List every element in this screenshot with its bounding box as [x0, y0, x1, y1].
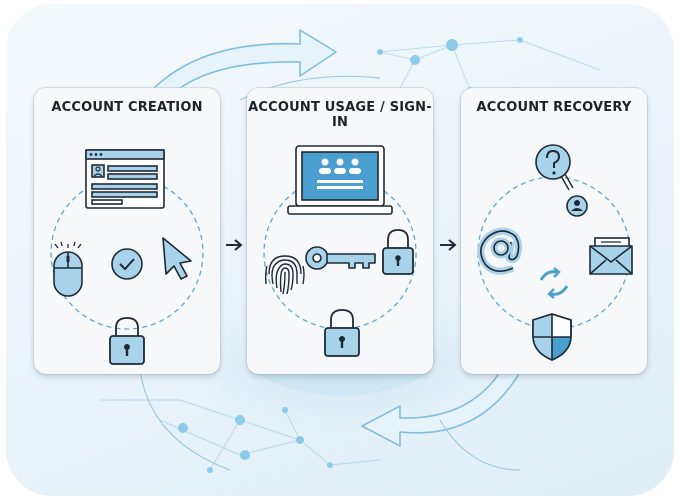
key-icon	[305, 246, 376, 270]
shield-icon	[532, 313, 572, 361]
mouse-icon	[53, 241, 83, 297]
cycle-arrow-top	[149, 29, 337, 97]
stage-title: ACCOUNT RECOVERY	[476, 100, 632, 115]
at-sign-icon	[477, 227, 523, 275]
cycle-arc-left	[139, 369, 231, 471]
question-bubble-icon	[535, 144, 574, 191]
flow-arrow-right-icon	[440, 239, 457, 251]
stage-illustration	[50, 149, 204, 365]
padlock-icon	[109, 317, 145, 365]
padlock-icon	[382, 229, 414, 275]
laptop-users-icon	[287, 145, 393, 215]
padlock-icon	[324, 309, 360, 357]
user-badge-icon	[566, 195, 588, 217]
cycle-arrow-bottom	[361, 371, 521, 447]
fingerprint-icon	[264, 255, 305, 295]
browser-form-icon	[85, 149, 165, 209]
stage-title: ACCOUNT USAGE / SIGN-IN	[248, 100, 432, 130]
dashed-ring	[50, 176, 204, 330]
stage-title: ACCOUNT CREATION	[51, 100, 203, 115]
stage-card-account-creation: ACCOUNT CREATION	[34, 88, 220, 374]
stage-illustration	[477, 144, 633, 361]
cycle-arc-bottom	[439, 419, 521, 471]
checkmark-icon	[111, 248, 143, 280]
stage-card-account-recovery: ACCOUNT RECOVERY	[461, 88, 647, 374]
stage-card-account-usage: ACCOUNT USAGE / SIGN-IN	[247, 88, 433, 374]
cursor-arrow-icon	[162, 237, 192, 280]
stage-illustration	[263, 145, 417, 357]
flow-arrow-right-icon	[226, 239, 243, 251]
envelope-icon	[589, 237, 633, 275]
sync-arrows-icon	[539, 267, 569, 299]
